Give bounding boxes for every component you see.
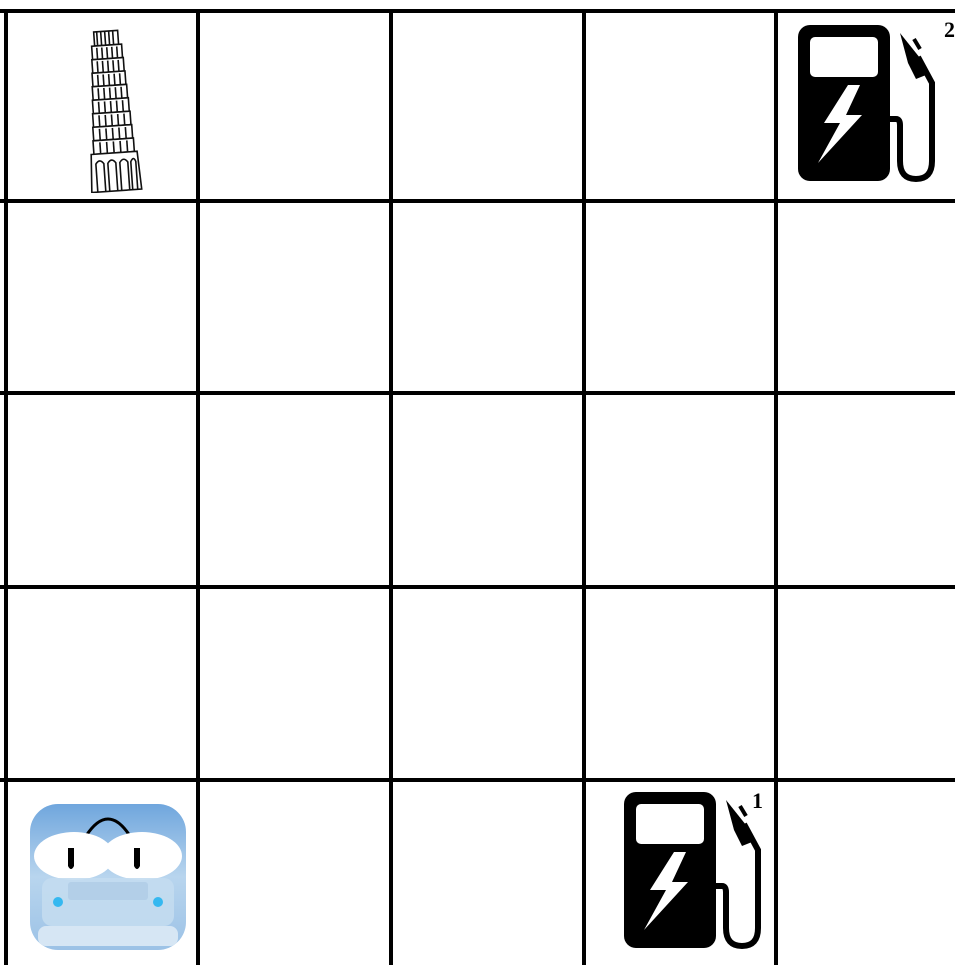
cell-r1-c1[interactable] [198,201,391,393]
cell-r1-c2[interactable] [391,201,584,393]
vehicle-piece [28,802,188,957]
cell-r0-c4[interactable]: 2 [776,11,955,201]
charging-station-piece [622,790,772,955]
cell-r0-c0[interactable] [6,11,198,201]
cell-r3-c1[interactable] [198,587,391,780]
cell-r2-c0[interactable] [6,393,198,587]
cell-r4-c0[interactable] [6,780,198,965]
fuel-pump-icon [622,790,772,950]
cell-r2-c1[interactable] [198,393,391,587]
fuel-pump-icon [796,23,946,183]
cell-r2-c2[interactable] [391,393,584,587]
cell-r3-c2[interactable] [391,587,584,780]
charging-station-piece [796,23,946,188]
station-number-badge: 1 [752,790,763,812]
landmark-piece [66,23,156,198]
cell-r1-c3[interactable] [584,201,776,393]
cell-r0-c1[interactable] [198,11,391,201]
cell-r4-c2[interactable] [391,780,584,965]
cell-r1-c0[interactable] [6,201,198,393]
robot-car-icon [28,802,188,952]
station-number-badge: 2 [944,19,955,41]
cell-r0-c3[interactable] [584,11,776,201]
cell-r2-c3[interactable] [584,393,776,587]
cell-r4-c4[interactable] [776,780,955,965]
cell-r4-c1[interactable] [198,780,391,965]
cell-r2-c4[interactable] [776,393,955,587]
leaning-tower-icon [66,23,156,193]
cell-r3-c4[interactable] [776,587,955,780]
cell-r3-c3[interactable] [584,587,776,780]
cell-r3-c0[interactable] [6,587,198,780]
cell-r1-c4[interactable] [776,201,955,393]
cell-r4-c3[interactable]: 1 [584,780,776,965]
cell-r0-c2[interactable] [391,11,584,201]
